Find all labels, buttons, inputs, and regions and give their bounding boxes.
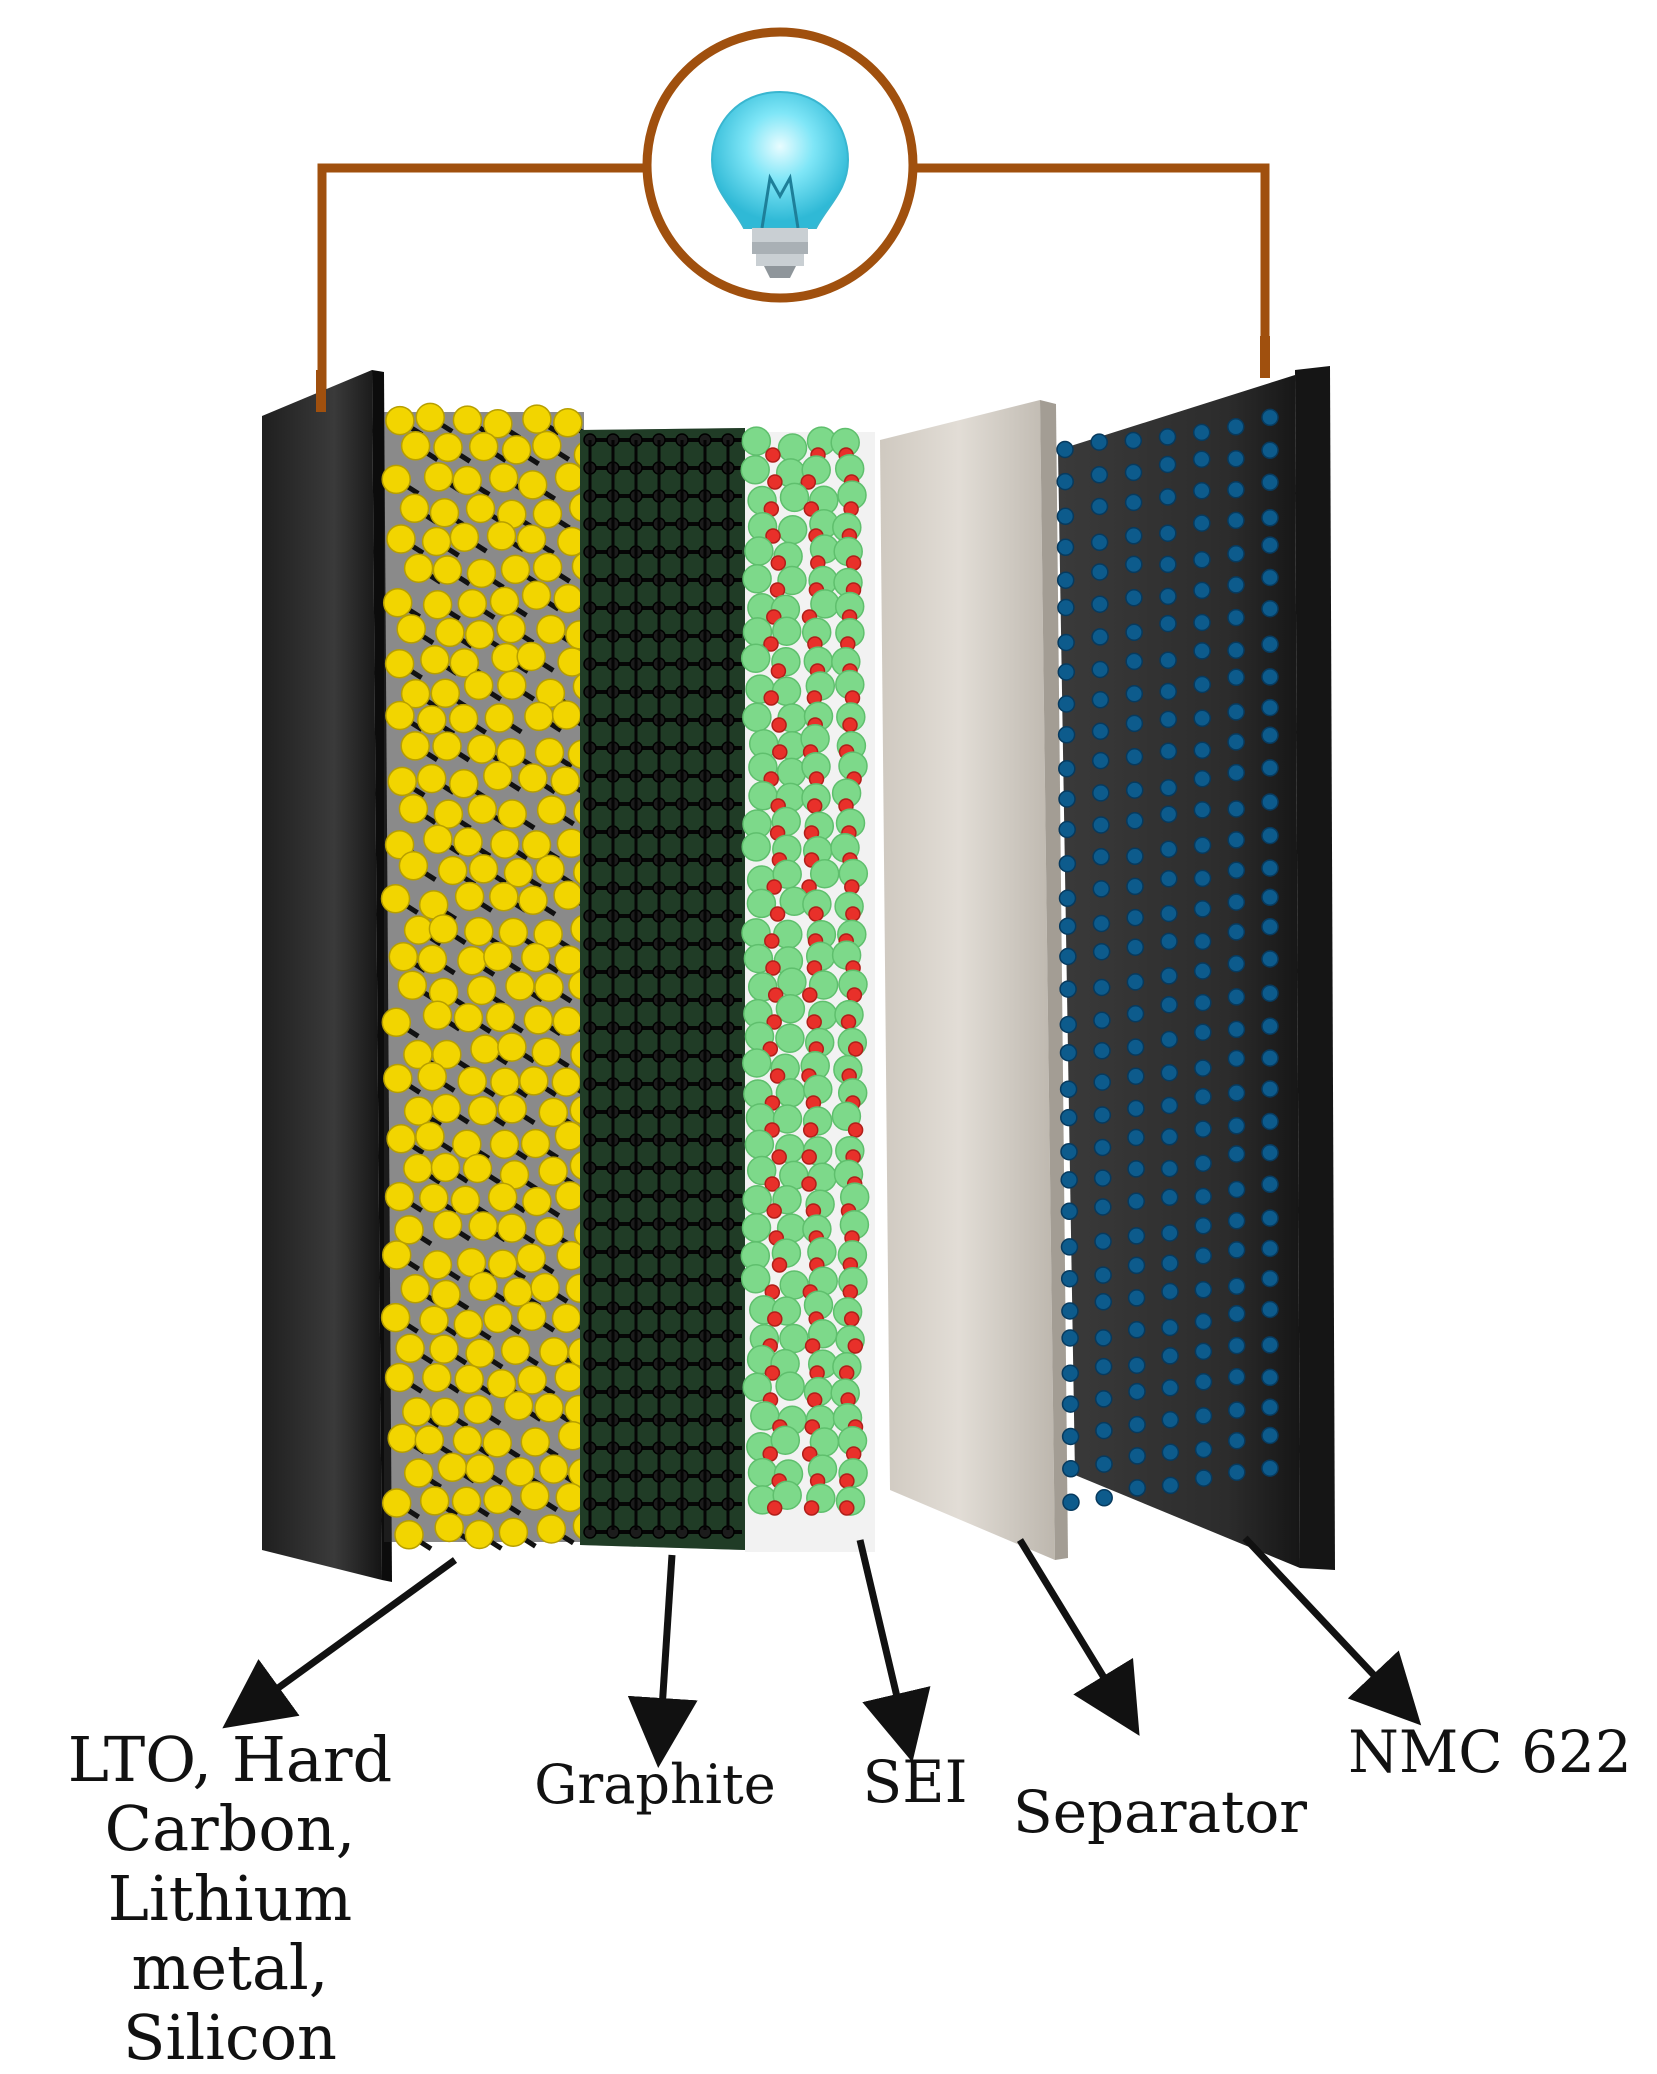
anode-current-collector <box>262 370 392 1582</box>
graphite-lattice <box>583 433 742 1539</box>
label-lto-hard-carbon-lithium-silicon: LTO, Hard Carbon, Lithium metal, Silicon <box>67 1723 393 2074</box>
arrow-nmc <box>1242 1535 1422 1726</box>
arrow-graphite <box>627 1554 698 1768</box>
lto-atoms <box>380 402 612 1551</box>
label-sei: SEI <box>862 1748 968 1816</box>
nmc-atoms <box>1056 408 1279 1512</box>
label-separator: Separator <box>1012 1778 1308 1846</box>
label-nmc-622: NMC 622 <box>1348 1718 1632 1786</box>
label-graphite: Graphite <box>534 1753 776 1816</box>
battery-cell-illustration <box>222 27 1422 1768</box>
graphite-layer <box>580 428 745 1550</box>
arrow-separator <box>1017 1538 1140 1736</box>
separator-sheet <box>880 400 1068 1560</box>
circuit-wire <box>317 163 1270 408</box>
sei-atoms <box>740 426 870 1516</box>
battery-diagram: LTO, Hard Carbon, Lithium metal, Silicon… <box>68 27 1632 2072</box>
arrow-lto <box>222 1557 458 1729</box>
arrow-sei <box>856 1539 931 1763</box>
label-arrows <box>222 1535 1422 1768</box>
light-bulb-icon <box>710 90 850 278</box>
